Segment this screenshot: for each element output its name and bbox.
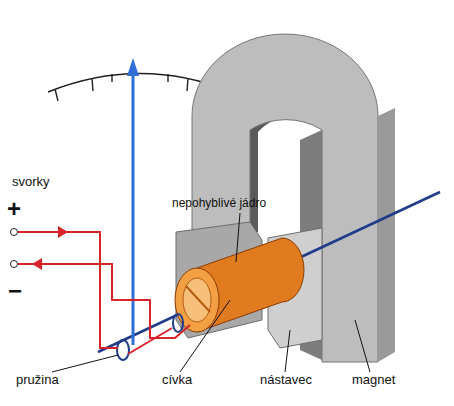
coil-face: [175, 268, 219, 332]
terminal: [11, 261, 18, 268]
fixed-core: [183, 278, 211, 322]
wire-out: [18, 264, 190, 338]
wire-coil: [128, 328, 172, 354]
plus-sign: +: [7, 196, 21, 222]
spring: [173, 314, 183, 332]
part-label: nástavec: [260, 372, 312, 387]
wire-arrow: [32, 258, 42, 270]
terminals-label: svorky: [12, 174, 50, 189]
coil-windings: [186, 286, 210, 312]
magnet-edge: [378, 108, 395, 362]
spring: [117, 340, 129, 360]
part-label: magnet: [352, 372, 395, 387]
part-label: nepohyblivé jádro: [172, 196, 266, 210]
wire-in: [18, 232, 118, 348]
pointer-tip: [127, 58, 139, 76]
part-label: cívka: [162, 372, 192, 387]
leader-lines: [52, 213, 370, 372]
wire-arrow: [58, 226, 68, 238]
pointer: [132, 72, 135, 345]
terminal: [11, 229, 18, 236]
part-label: pružina: [16, 372, 59, 387]
minus-sign: −: [8, 278, 22, 304]
